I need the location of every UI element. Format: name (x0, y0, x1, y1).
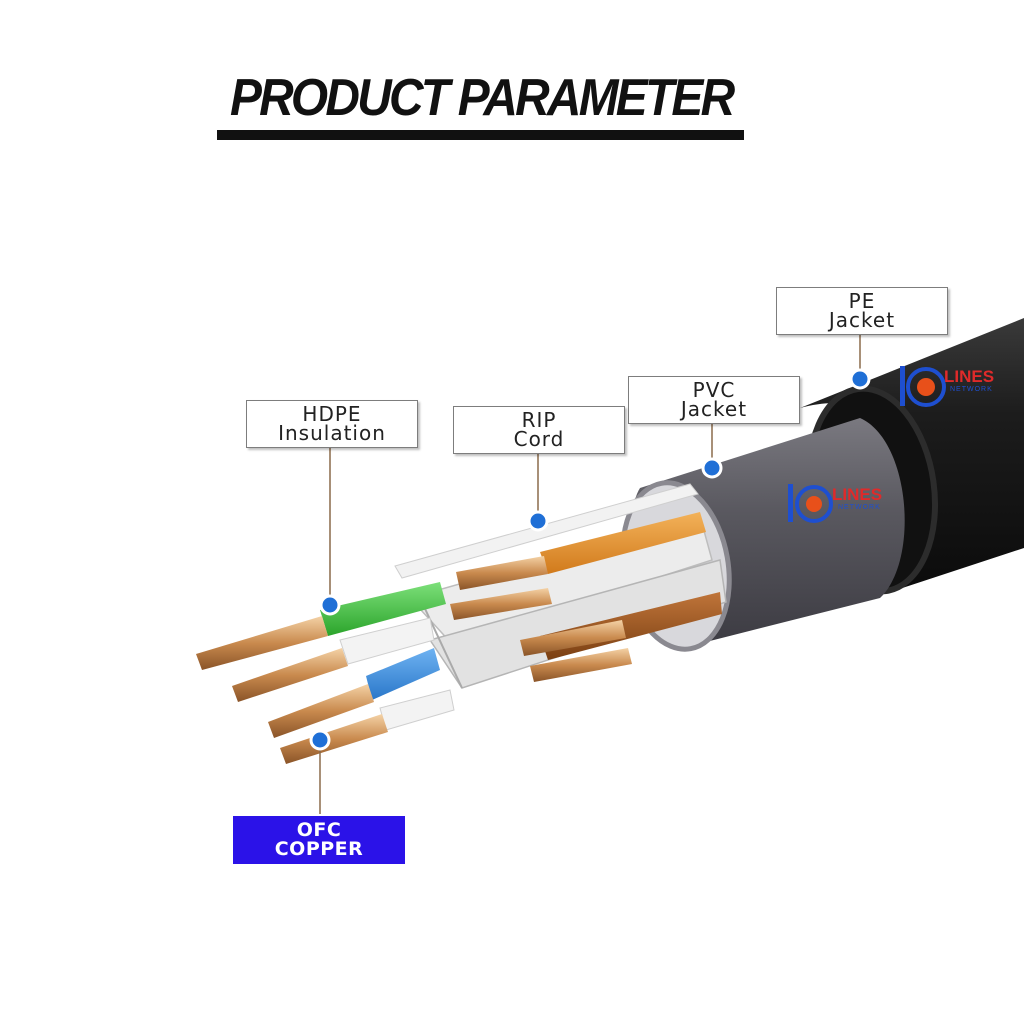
callout-hdpe-insulation-line1: HDPE (302, 402, 362, 426)
brand-logo-pvc: LINES NETWORK (788, 484, 882, 523)
rip-cord-dot (527, 510, 549, 532)
callout-ofc-copper-line1: OFC (296, 819, 342, 841)
hdpe-insulation-dot (319, 594, 341, 616)
title-underline (217, 130, 744, 140)
page-title: PRODUCT PARAMETER (230, 69, 735, 127)
copper-conductors (196, 556, 632, 764)
ofc-copper-dot (309, 729, 331, 751)
callout-rip-cord: RIP Cord (453, 406, 625, 454)
callout-pvc-jacket-line2: Jacket (680, 397, 748, 421)
callout-rip-cord-line2: Cord (513, 427, 565, 451)
pvc-jacket-dot (701, 457, 723, 479)
callout-rip-cord-line1: RIP (521, 408, 557, 432)
callout-pe-jacket-line2: Jacket (828, 308, 896, 332)
callout-pe-jacket: PE Jacket (776, 287, 948, 335)
svg-text:NETWORK: NETWORK (838, 504, 881, 511)
svg-text:LINES: LINES (832, 485, 882, 504)
callout-ofc-copper-line2: COPPER (274, 838, 364, 860)
callout-pvc-jacket-line1: PVC (692, 378, 736, 402)
svg-text:LINES: LINES (944, 367, 994, 386)
callout-pvc-jacket: PVC Jacket (628, 376, 800, 424)
callout-ofc-copper: OFC COPPER (233, 816, 405, 864)
rip-cord (394, 483, 699, 579)
callout-hdpe-insulation: HDPE Insulation (246, 400, 418, 448)
callout-dots (309, 368, 871, 751)
callout-hdpe-insulation-line2: Insulation (278, 421, 386, 445)
brand-logo-pe: LINES NETWORK (900, 366, 994, 407)
callout-pe-jacket-line1: PE (848, 289, 876, 313)
pe-jacket-dot (849, 368, 871, 390)
svg-text:NETWORK: NETWORK (950, 386, 993, 393)
